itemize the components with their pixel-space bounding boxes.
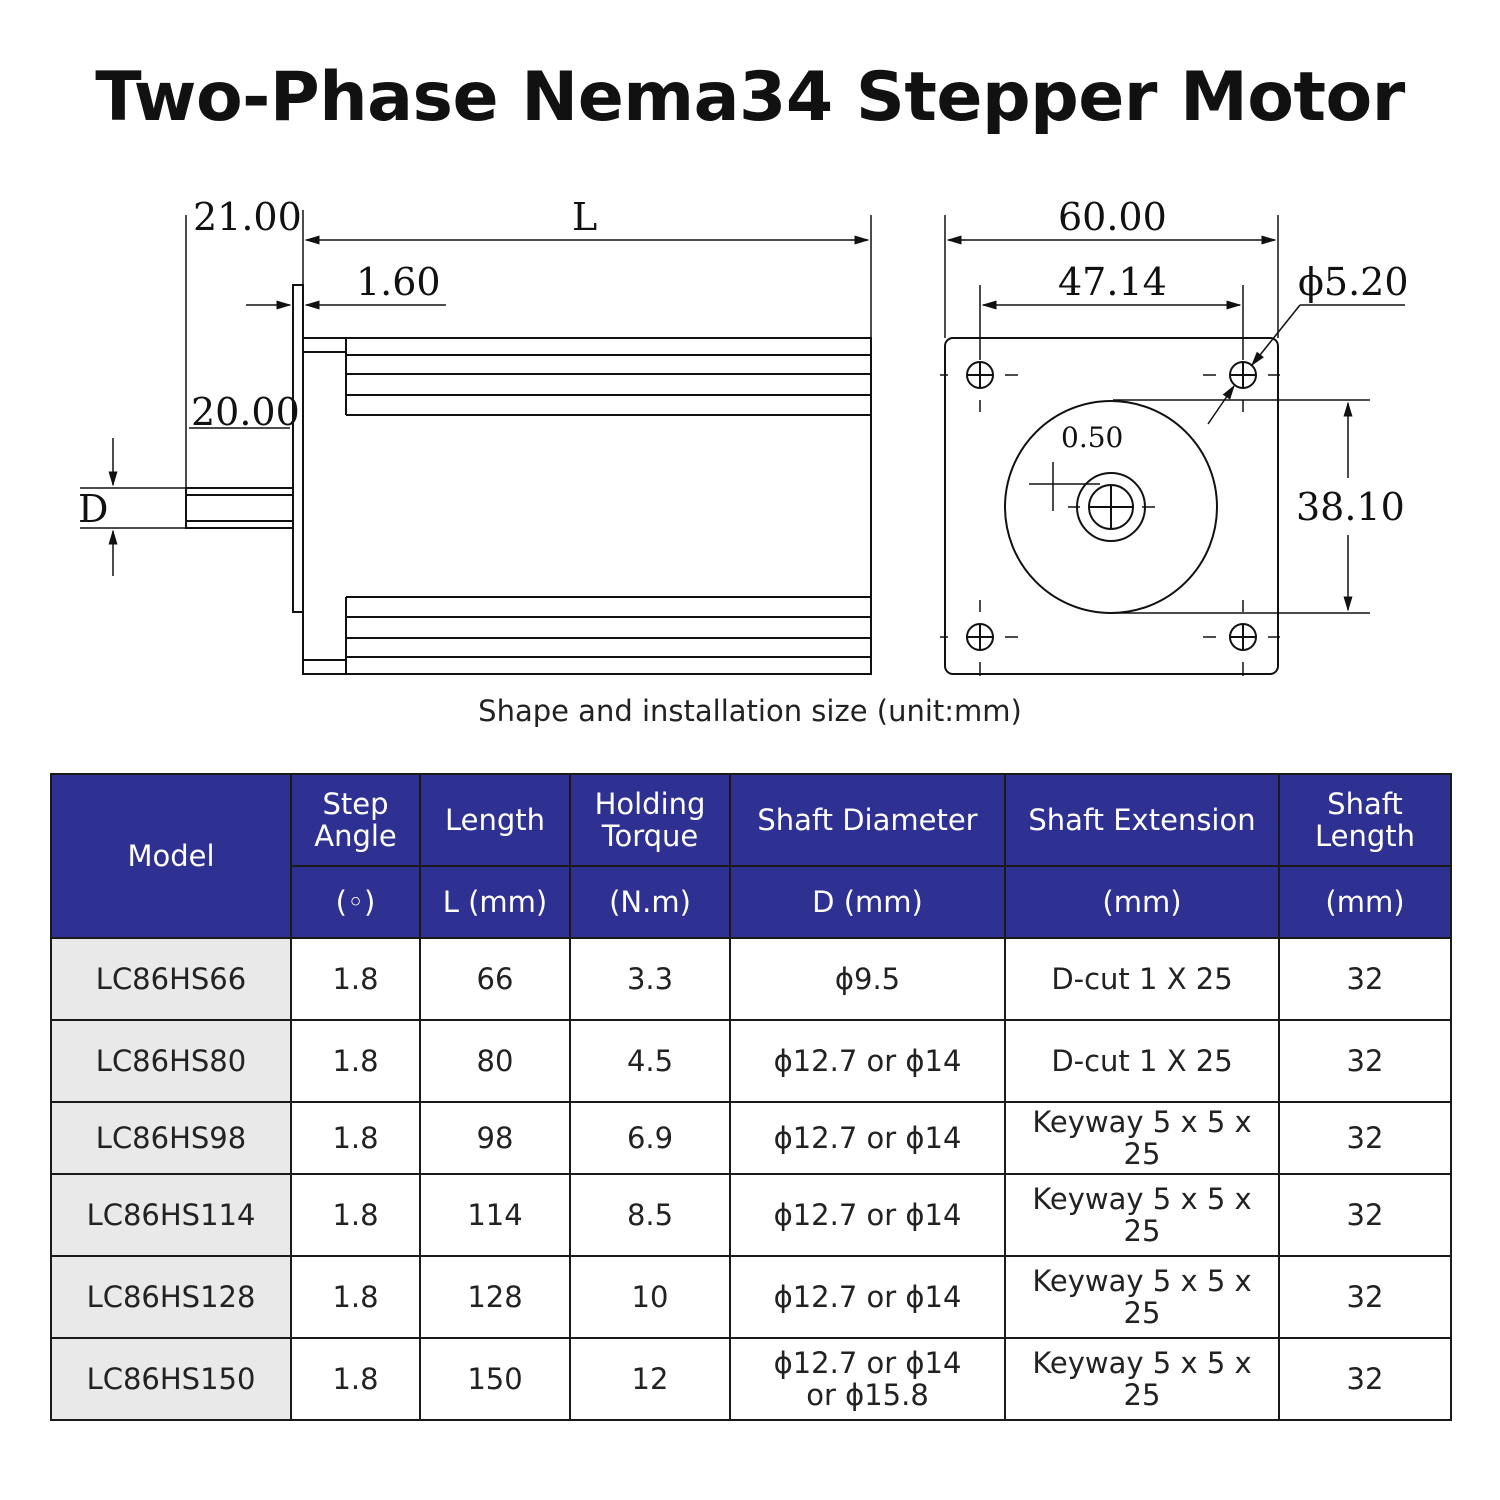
cell-model: LC86HS128 <box>50 1255 292 1339</box>
cell-diameter: ϕ12.7 or ϕ14 <box>729 1101 1006 1175</box>
table-row: LC86HS128 1.8 128 10 ϕ12.7 or ϕ14 Keyway… <box>50 1255 1452 1339</box>
cell-extension: Keyway 5 x 5 x 25 <box>1004 1101 1280 1175</box>
units-row: (◦) L (mm) (N.m) D (mm) (mm) (mm) <box>51 865 1452 939</box>
table-row: LC86HS98 1.8 98 6.9 ϕ12.7 or ϕ14 Keyway … <box>50 1101 1452 1175</box>
cell-extension: D-cut 1 X 25 <box>1004 937 1280 1021</box>
cell-model: LC86HS66 <box>50 937 292 1021</box>
header-shaft-diameter: Shaft Diameter <box>729 773 1006 867</box>
cell-length: 114 <box>419 1173 571 1257</box>
header-holding-torque: Holding Torque <box>569 773 731 867</box>
cell-torque: 12 <box>569 1337 731 1421</box>
header-length: Length <box>419 773 571 867</box>
cell-torque: 4.5 <box>569 1019 731 1103</box>
cell-torque: 3.3 <box>569 937 731 1021</box>
cell-step-angle: 1.8 <box>290 1019 421 1103</box>
cell-shaft-length: 32 <box>1278 1173 1452 1257</box>
cell-torque: 6.9 <box>569 1101 731 1175</box>
cell-shaft-length: 32 <box>1278 1101 1452 1175</box>
dim-hole: ϕ5.20 <box>1298 260 1409 304</box>
header-step-angle: Step Angle <box>290 773 421 867</box>
cell-shaft-length: 32 <box>1278 1255 1452 1339</box>
dim-3810: 38.10 <box>1296 485 1405 529</box>
cell-shaft-length: 32 <box>1278 1019 1452 1103</box>
unit-step-angle: (◦) <box>290 865 421 939</box>
cell-model: LC86HS114 <box>50 1173 292 1257</box>
cell-length: 80 <box>419 1019 571 1103</box>
cell-step-angle: 1.8 <box>290 1255 421 1339</box>
cell-model: LC86HS98 <box>50 1101 292 1175</box>
cell-extension: Keyway 5 x 5 x 25 <box>1004 1173 1280 1257</box>
cell-shaft-length: 32 <box>1278 1337 1452 1421</box>
cell-extension: Keyway 5 x 5 x 25 <box>1004 1337 1280 1421</box>
drawing-caption: Shape and installation size (unit:mm) <box>478 694 1022 728</box>
table-row: LC86HS66 1.8 66 3.3 ϕ9.5 D-cut 1 X 25 32 <box>50 937 1452 1021</box>
cell-torque: 8.5 <box>569 1173 731 1257</box>
table-row: LC86HS150 1.8 150 12 ϕ12.7 or ϕ14 or ϕ15… <box>50 1337 1452 1421</box>
header-shaft-length: Shaft Length <box>1278 773 1452 867</box>
cell-model: LC86HS150 <box>50 1337 292 1421</box>
unit-shaft-length: (mm) <box>1278 865 1452 939</box>
table-row: LC86HS80 1.8 80 4.5 ϕ12.7 or ϕ14 D-cut 1… <box>50 1019 1452 1103</box>
header-model: Model <box>50 773 292 939</box>
dim-60: 60.00 <box>1058 195 1167 239</box>
cell-torque: 10 <box>569 1255 731 1339</box>
page-title: Two-Phase Nema34 Stepper Motor <box>95 58 1405 137</box>
cell-length: 66 <box>419 937 571 1021</box>
cell-diameter: ϕ12.7 or ϕ14 <box>729 1019 1006 1103</box>
cell-diameter-line2: or ϕ15.8 <box>806 1378 929 1412</box>
cell-step-angle: 1.8 <box>290 1173 421 1257</box>
header-row: Model Step Angle Length Holding Torque S… <box>50 773 1452 939</box>
cell-step-angle: 1.8 <box>290 937 421 1021</box>
cell-diameter: ϕ12.7 or ϕ14 or ϕ15.8 <box>729 1337 1006 1421</box>
unit-shaft-extension: (mm) <box>1004 865 1280 939</box>
dim-l: L <box>572 195 597 239</box>
unit-shaft-diameter: D (mm) <box>729 865 1006 939</box>
dim-160: 1.60 <box>356 260 441 304</box>
cell-step-angle: 1.8 <box>290 1101 421 1175</box>
dim-20: 20.00 <box>191 390 300 434</box>
unit-length: L (mm) <box>419 865 571 939</box>
table-row: LC86HS114 1.8 114 8.5 ϕ12.7 or ϕ14 Keywa… <box>50 1173 1452 1257</box>
spec-table: Model Step Angle Length Holding Torque S… <box>50 773 1452 1421</box>
cell-model: LC86HS80 <box>50 1019 292 1103</box>
unit-holding-torque: (N.m) <box>569 865 731 939</box>
dim-d: D <box>78 487 108 531</box>
cell-length: 98 <box>419 1101 571 1175</box>
cell-diameter: ϕ9.5 <box>729 937 1006 1021</box>
dim-050: 0.50 <box>1061 421 1123 454</box>
cell-extension: D-cut 1 X 25 <box>1004 1019 1280 1103</box>
cell-length: 150 <box>419 1337 571 1421</box>
cell-diameter-line1: ϕ12.7 or ϕ14 <box>773 1346 962 1380</box>
dimension-drawing: 21.00 L 1.60 20.00 D <box>78 195 1409 676</box>
cell-shaft-length: 32 <box>1278 937 1452 1021</box>
side-view: 21.00 L 1.60 20.00 D <box>78 195 872 675</box>
dim-21: 21.00 <box>193 195 302 239</box>
cell-diameter: ϕ12.7 or ϕ14 <box>729 1173 1006 1257</box>
cell-extension: Keyway 5 x 5 x 25 <box>1004 1255 1280 1339</box>
cell-diameter: ϕ12.7 or ϕ14 <box>729 1255 1006 1339</box>
cell-length: 128 <box>419 1255 571 1339</box>
dim-4714: 47.14 <box>1058 260 1167 304</box>
cell-step-angle: 1.8 <box>290 1337 421 1421</box>
front-view: 0.50 60.00 47.14 ϕ5.20 38.10 <box>940 195 1409 676</box>
header-shaft-extension: Shaft Extension <box>1004 773 1280 867</box>
